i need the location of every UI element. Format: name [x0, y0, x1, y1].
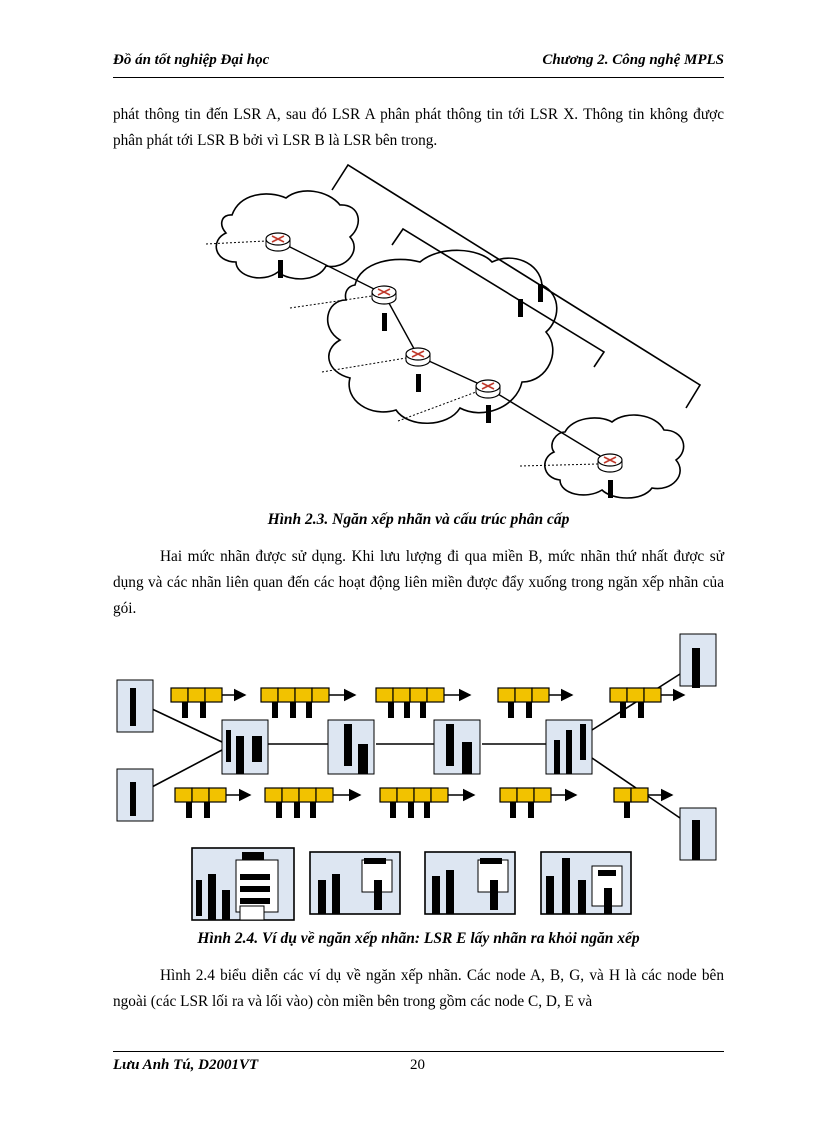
node-b [116, 768, 154, 822]
legend-box-4 [540, 851, 632, 915]
legend-box-3 [424, 851, 516, 915]
legend-box-1 [191, 847, 295, 921]
cloud-domain-b [326, 249, 558, 425]
node-f [545, 719, 593, 775]
legend-box-2 [309, 851, 401, 915]
node-e [433, 719, 481, 775]
footer-rule [113, 1051, 724, 1052]
label-stacks-top [170, 687, 662, 703]
paragraph-3: Hình 2.4 biểu diễn các ví dụ về ngăn xếp… [113, 967, 724, 1010]
figure-2-4-caption: Hình 2.4. Ví dụ về ngăn xếp nhãn: LSR E … [197, 930, 640, 947]
node-h [679, 807, 717, 861]
cloud-domain-a [215, 190, 360, 280]
page-number: 20 [410, 1057, 425, 1073]
label-stacks-bottom [174, 787, 649, 803]
link-a-b [277, 240, 385, 295]
link-d-e [487, 387, 611, 463]
paragraph-2: Hai mức nhãn được sử dụng. Khi lưu lượng… [113, 548, 724, 617]
header-rule [113, 77, 724, 78]
header-title-left: Đồ án tốt nghiệp Đại học [113, 52, 270, 68]
node-c [221, 719, 269, 775]
hierarchy-brackets [331, 163, 702, 409]
node-a [116, 679, 154, 733]
link-b-c [383, 293, 419, 357]
footer-author: Lưu Anh Tú, D2001VT [113, 1057, 259, 1073]
fig23-label-blocks [278, 260, 613, 498]
link-c-d [417, 355, 489, 389]
header-title-right: Chương 2. Công nghệ MPLS [542, 52, 724, 68]
figure-2-3-caption: Hình 2.3. Ngăn xếp nhãn và cấu trúc phân… [267, 511, 570, 528]
node-d [327, 719, 375, 775]
cloud-domain-c [544, 414, 685, 499]
paragraph-1: phát thông tin đến LSR A, sau đó LSR A p… [113, 106, 724, 149]
node-g [679, 633, 717, 687]
router-icons [265, 232, 623, 473]
